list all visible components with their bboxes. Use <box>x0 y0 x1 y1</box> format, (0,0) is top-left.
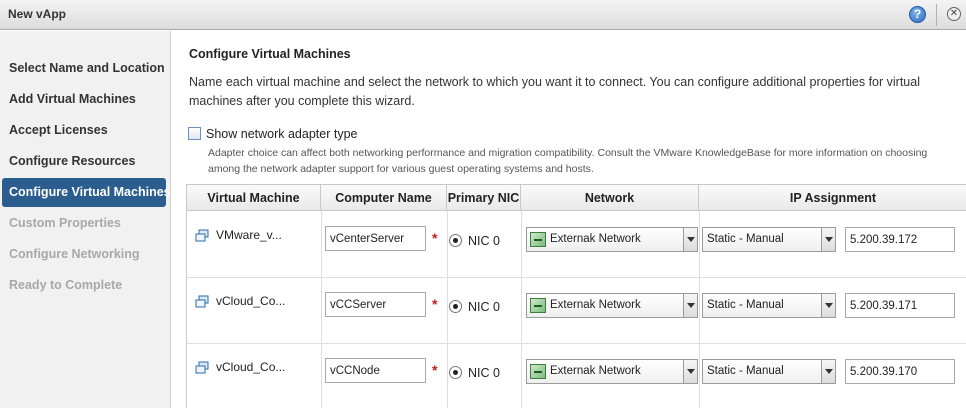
page-title: Configure Virtual Machines <box>189 47 351 61</box>
row-divider <box>187 277 966 278</box>
show-adapter-type-label[interactable]: Show network adapter type <box>206 127 358 141</box>
vm-grid: Virtual Machine Computer Name Primary NI… <box>186 184 966 408</box>
ip-mode-select[interactable]: Static - Manual <box>702 359 836 384</box>
network-icon <box>530 232 546 247</box>
main-panel: Configure Virtual Machines Name each vir… <box>172 31 966 408</box>
nic-label: NIC 0 <box>468 234 500 248</box>
required-indicator: * <box>432 296 438 312</box>
help-icon[interactable]: ? <box>909 6 926 23</box>
step-add-virtual-machines[interactable]: Add Virtual Machines <box>9 92 136 106</box>
ip-address-input[interactable] <box>845 293 955 318</box>
window-title: New vApp <box>8 7 67 21</box>
chevron-down-icon[interactable] <box>821 360 835 383</box>
vm-name: VMware_v... <box>216 228 282 242</box>
wizard-steps-sidebar: Select Name and Location Add Virtual Mac… <box>0 31 171 408</box>
chevron-down-icon[interactable] <box>821 228 835 251</box>
step-select-name-and-location[interactable]: Select Name and Location <box>9 61 165 75</box>
required-indicator: * <box>432 362 438 378</box>
ip-mode-value: Static - Manual <box>707 365 784 377</box>
primary-nic-radio[interactable] <box>449 300 462 313</box>
vm-icon <box>195 295 209 308</box>
network-select[interactable]: Externak Network <box>526 359 698 384</box>
grid-header: Virtual Machine Computer Name Primary NI… <box>187 184 966 211</box>
col-virtual-machine[interactable]: Virtual Machine <box>187 185 321 211</box>
adapter-hint-text: Adapter choice can affect both networkin… <box>208 147 928 175</box>
required-indicator: * <box>432 230 438 246</box>
computer-name-input[interactable] <box>325 292 426 317</box>
step-ready-to-complete: Ready to Complete <box>9 278 123 292</box>
ip-mode-select[interactable]: Static - Manual <box>702 227 836 252</box>
primary-nic-radio[interactable] <box>449 234 462 247</box>
step-configure-networking: Configure Networking <box>9 247 140 261</box>
step-accept-licenses[interactable]: Accept Licenses <box>9 123 108 137</box>
title-divider <box>936 4 937 26</box>
vm-icon <box>195 361 209 374</box>
row-divider <box>187 343 966 344</box>
col-primary-nic[interactable]: Primary NIC <box>447 185 521 211</box>
page-description: Name each virtual machine and select the… <box>189 75 920 108</box>
computer-name-input[interactable] <box>325 226 426 251</box>
col-divider <box>447 211 448 408</box>
close-icon[interactable]: ✕ <box>947 7 961 21</box>
ip-mode-value: Static - Manual <box>707 233 784 245</box>
vm-name: vCloud_Co... <box>216 294 286 308</box>
step-custom-properties: Custom Properties <box>9 216 121 230</box>
primary-nic-radio[interactable] <box>449 366 462 379</box>
ip-mode-select[interactable]: Static - Manual <box>702 293 836 318</box>
show-adapter-type-checkbox[interactable] <box>188 127 201 140</box>
network-icon <box>530 298 546 313</box>
network-value: Externak Network <box>550 365 641 377</box>
network-select[interactable]: Externak Network <box>526 293 698 318</box>
chevron-down-icon[interactable] <box>683 294 697 317</box>
nic-label: NIC 0 <box>468 300 500 314</box>
network-value: Externak Network <box>550 299 641 311</box>
vm-name: vCloud_Co... <box>216 360 286 374</box>
network-select[interactable]: Externak Network <box>526 227 698 252</box>
col-computer-name[interactable]: Computer Name <box>321 185 447 211</box>
ip-address-input[interactable] <box>845 359 955 384</box>
col-divider <box>521 211 522 408</box>
computer-name-input[interactable] <box>325 358 426 383</box>
network-icon <box>530 364 546 379</box>
ip-address-input[interactable] <box>845 227 955 252</box>
network-value: Externak Network <box>550 233 641 245</box>
chevron-down-icon[interactable] <box>821 294 835 317</box>
col-network[interactable]: Network <box>521 185 699 211</box>
col-ip-assignment[interactable]: IP Assignment <box>789 191 877 205</box>
ip-mode-value: Static - Manual <box>707 299 784 311</box>
chevron-down-icon[interactable] <box>683 360 697 383</box>
vm-icon <box>195 229 209 242</box>
step-configure-virtual-machines[interactable]: Configure Virtual Machines <box>2 178 171 207</box>
chevron-down-icon[interactable] <box>683 228 697 251</box>
col-divider <box>321 211 322 408</box>
title-bar: New vApp ? ✕ <box>0 0 966 30</box>
col-divider <box>699 211 700 408</box>
step-configure-resources[interactable]: Configure Resources <box>9 154 136 168</box>
nic-label: NIC 0 <box>468 366 500 380</box>
